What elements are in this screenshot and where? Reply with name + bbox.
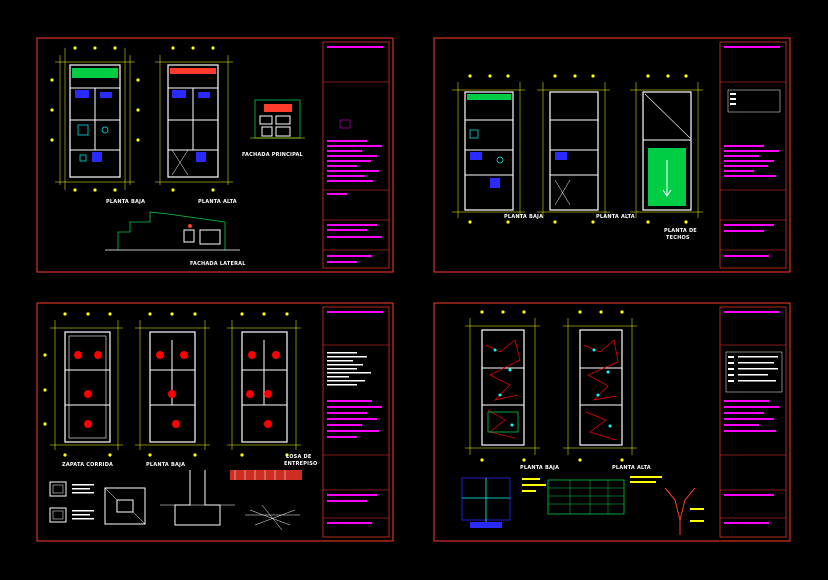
sheet-1-label-planta-baja: PLANTA BAJA — [106, 199, 146, 205]
sheet-3-label-losa-2: ENTREPISO — [284, 461, 318, 467]
sheet-3-plan-zapata — [43, 312, 123, 457]
sheet-3-label-planta-baja: PLANTA BAJA — [146, 462, 186, 468]
sheet-2-title-block — [719, 41, 787, 269]
sheet-1-plan-planta-baja — [50, 46, 140, 192]
sheet-1-border — [36, 37, 394, 273]
sheet-2-label-planta-techos-2: TECHOS — [666, 235, 690, 241]
sheet-3-plan-losa — [227, 312, 301, 457]
sheet-2-plan-techos — [630, 74, 703, 224]
sheet-4-border — [433, 302, 791, 542]
sheet-2[interactable] — [433, 37, 791, 273]
sheet-1-elevation-lateral — [105, 211, 240, 251]
sheet-1-elevation-principal — [250, 99, 305, 139]
sheet-4[interactable] — [433, 302, 791, 542]
sheet-4-title-block — [719, 306, 787, 538]
sheet-1-label-planta-alta: PLANTA ALTA — [198, 199, 237, 205]
sheet-4-label-planta-baja: PLANTA BAJA — [520, 465, 560, 471]
sheet-2-plan-planta-baja — [452, 74, 525, 224]
sheet-4-label-planta-alta: PLANTA ALTA — [612, 465, 651, 471]
sheet-3[interactable] — [36, 302, 394, 542]
sheet-3-label-zapata: ZAPATA CORRIDA — [62, 462, 114, 468]
sheet-1-label-fachada-lateral: FACHADA LATERAL — [190, 261, 246, 267]
sheet-1-plan-planta-alta — [155, 46, 233, 192]
sheet-3-border — [36, 302, 394, 542]
sheet-1-label-fachada-principal: FACHADA PRINCIPAL — [242, 152, 303, 158]
sheet-4-plan-planta-baja — [465, 310, 540, 462]
sheet-2-label-planta-techos-1: PLANTA DE — [664, 228, 697, 234]
sheet-1-title-block — [322, 41, 390, 269]
sheet-4-plan-planta-alta — [563, 310, 637, 462]
sheet-2-border — [433, 37, 791, 273]
sheet-3-title-block — [322, 306, 390, 538]
sheet-3-label-losa-1: LOSA DE — [286, 454, 312, 460]
sheet-3-details — [49, 470, 302, 531]
sheet-2-label-planta-baja: PLANTA BAJA — [504, 214, 544, 220]
sheet-1[interactable] — [36, 37, 394, 273]
sheet-2-label-planta-alta: PLANTA ALTA — [596, 214, 635, 220]
sheet-4-details — [461, 476, 704, 535]
sheet-3-plan-baja — [135, 312, 210, 457]
sheet-2-plan-planta-alta — [537, 74, 610, 224]
